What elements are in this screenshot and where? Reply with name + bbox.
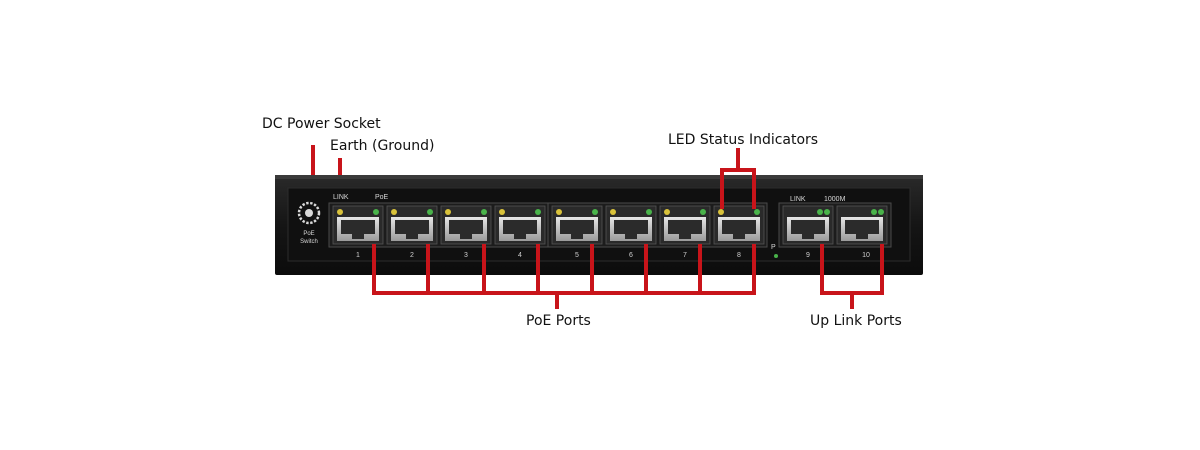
poe-port-4 (494, 205, 546, 245)
power-led-label: P (771, 244, 776, 251)
speed-led (878, 209, 884, 215)
poe-led (700, 209, 706, 215)
callout-dc-power-socket: DC Power Socket (262, 116, 381, 132)
callout-up-link-ports: Up Link Ports (810, 313, 902, 329)
port-number-3: 3 (464, 252, 468, 259)
logo-text-switch: Switch (300, 239, 318, 245)
callout-poe-ports: PoE Ports (526, 313, 591, 329)
callout-earth-ground: Earth (Ground) (330, 138, 435, 154)
led-status-callout-bracket (720, 148, 756, 209)
poe-port-8 (713, 205, 765, 245)
uplink-1000m-label: 1000M (824, 196, 846, 203)
port-number-9: 9 (806, 252, 810, 259)
poe-port-7 (659, 205, 711, 245)
port-number-8: 8 (737, 252, 741, 259)
poe-led (481, 209, 487, 215)
port-number-7: 7 (683, 252, 687, 259)
poe-led (535, 209, 541, 215)
link-led (445, 209, 451, 215)
logo-text-poe: PoE (303, 231, 314, 237)
link-led (610, 209, 616, 215)
link-led (337, 209, 343, 215)
link-led (664, 209, 670, 215)
uplink-ports-callout-bracket (820, 244, 884, 309)
earth-callout-line (338, 158, 342, 175)
link-led (718, 209, 724, 215)
chassis-top-edge (275, 175, 923, 179)
link-led (556, 209, 562, 215)
link-label: LINK (333, 194, 349, 201)
callout-led-status-indicators: LED Status Indicators (668, 132, 819, 148)
poe-led (373, 209, 379, 215)
poe-led (646, 209, 652, 215)
port-number-5: 5 (575, 252, 579, 259)
logo-ring-icon (297, 201, 321, 225)
port-number-1: 1 (356, 252, 360, 259)
poe-port-5 (551, 205, 603, 245)
link-led (817, 209, 823, 215)
poe-port-6 (605, 205, 657, 245)
poe-logo: PoE Switch (297, 201, 321, 245)
poe-port-3 (440, 205, 492, 245)
link-led (871, 209, 877, 215)
poe-port-1 (332, 205, 384, 245)
power-led (774, 254, 778, 258)
port-number-2: 2 (410, 252, 414, 259)
port-number-4: 4 (518, 252, 522, 259)
link-led (499, 209, 505, 215)
uplink-port-10 (836, 205, 888, 245)
port-number-10: 10 (862, 252, 870, 259)
uplink-port-9 (782, 205, 834, 245)
uplink-link-label: LINK (790, 196, 806, 203)
poe-ports-callout-bracket (372, 244, 756, 309)
dc-power-callout-line (311, 145, 315, 175)
poe-port-2 (386, 205, 438, 245)
poe-led (427, 209, 433, 215)
link-led (391, 209, 397, 215)
port-number-6: 6 (629, 252, 633, 259)
poe-label: PoE (375, 194, 389, 201)
poe-led (592, 209, 598, 215)
speed-led (824, 209, 830, 215)
poe-led (754, 209, 760, 215)
